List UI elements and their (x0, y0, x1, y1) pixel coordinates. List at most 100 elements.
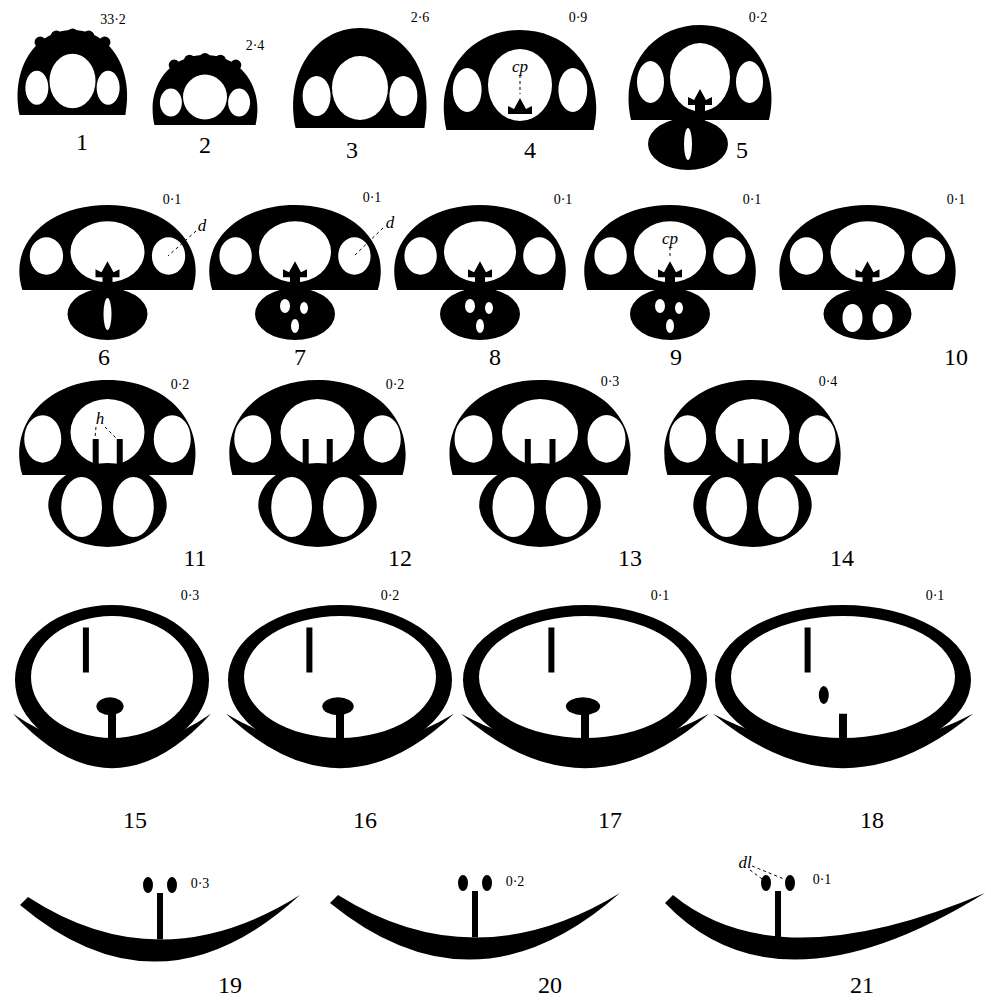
section-drawing (229, 380, 405, 547)
section-value: 0·2 (749, 11, 768, 25)
leader-line (752, 866, 784, 879)
section-drawing (449, 380, 630, 547)
tissue-outline (293, 28, 426, 128)
section-value: 0·1 (651, 589, 670, 603)
figure-number: 2 (199, 133, 211, 157)
section-drawing (394, 205, 566, 340)
ventral-body (258, 463, 376, 547)
section-value: 0·2 (381, 589, 400, 603)
tissue-outline (449, 380, 630, 475)
septum-bar (108, 714, 116, 759)
section-value: 0·3 (181, 589, 200, 603)
section-value: 2·4 (246, 39, 265, 53)
ventral-body (824, 288, 912, 340)
section-value: 0·3 (191, 877, 210, 891)
figure-number: 12 (388, 546, 412, 570)
section-drawing (209, 205, 381, 340)
surface-bump (35, 29, 111, 48)
section-value: 0·3 (601, 375, 620, 389)
figure-number: 14 (830, 546, 854, 570)
part-letter: dl (738, 854, 751, 871)
section-drawing (293, 28, 426, 128)
dorsal-lobe (458, 875, 492, 891)
dorsal-lobe (143, 877, 177, 893)
tissue-outline (18, 30, 128, 115)
section-value: 0·1 (554, 193, 573, 207)
section-drawing (779, 205, 955, 340)
septum-bar (83, 628, 89, 673)
part-letter: cp (662, 230, 678, 247)
section-drawing (13, 605, 211, 768)
ventral-body (479, 463, 601, 547)
septum-bar (472, 891, 478, 937)
septum-bar (738, 439, 768, 479)
tissue-outline (229, 380, 405, 475)
ventral-body (693, 463, 811, 547)
section-value: 33·2 (100, 13, 126, 27)
septum-bar (775, 891, 781, 937)
cp-structure (508, 98, 532, 114)
central-blob (322, 697, 353, 715)
section-value: 0·1 (163, 193, 182, 207)
figure-number: 9 (670, 345, 682, 369)
ventral-bowl (461, 714, 709, 768)
septum-bar (805, 628, 811, 673)
figure-number: 3 (346, 138, 358, 162)
leader-line (95, 427, 96, 438)
section-value: 0·1 (743, 193, 762, 207)
ventral-bowl (713, 714, 973, 768)
septum-bar (306, 628, 312, 673)
ventral-body (68, 288, 148, 340)
figure-number: 11 (183, 546, 206, 570)
stalk (695, 99, 705, 122)
leader-line (750, 870, 762, 879)
figure-number: 15 (123, 808, 147, 832)
section-value: 0·1 (813, 873, 832, 887)
figure-number: 7 (294, 345, 306, 369)
section-drawing (713, 605, 973, 768)
septum-bar (303, 439, 333, 479)
tissue-outline (19, 380, 195, 475)
section-drawing (226, 605, 454, 768)
ventral-body (630, 288, 710, 340)
section-drawing (665, 875, 985, 960)
figure-number: 8 (489, 345, 501, 369)
figure-number: 19 (218, 973, 242, 997)
part-letter: d (386, 214, 395, 231)
leader-line (105, 427, 116, 438)
leader-line (354, 228, 383, 256)
septum-bar (525, 439, 556, 479)
section-drawing (20, 877, 300, 962)
section-value: 0·4 (819, 375, 838, 389)
central-blob (566, 697, 600, 715)
leader-line (168, 231, 196, 256)
figure-number: 16 (353, 808, 377, 832)
central-blob (819, 686, 829, 704)
figure-number: 6 (98, 345, 110, 369)
section-drawing (664, 380, 840, 547)
section-drawing (330, 875, 620, 960)
section-value: 0·2 (171, 378, 190, 392)
part-letter: d (198, 217, 207, 234)
surface-bump (169, 53, 242, 71)
septum-bar (157, 893, 163, 939)
part-letter: cp (512, 58, 528, 75)
figure-number: 10 (944, 345, 968, 369)
section-drawing (19, 205, 195, 340)
tissue-outline (153, 55, 258, 125)
ventral-bowl (13, 714, 211, 768)
ventral-body (255, 288, 335, 340)
ventral-bowl (226, 714, 454, 768)
tissue-outline (665, 893, 985, 960)
tissue-outline (664, 380, 840, 475)
figure-number: 5 (736, 138, 748, 162)
section-drawing (18, 29, 128, 116)
section-drawing (444, 30, 596, 130)
part-letter: h (96, 410, 105, 427)
septum-bar (93, 439, 123, 479)
central-blob (96, 697, 123, 715)
ventral-body (440, 288, 520, 340)
figure-number: 1 (76, 130, 88, 154)
section-drawing (153, 53, 258, 125)
